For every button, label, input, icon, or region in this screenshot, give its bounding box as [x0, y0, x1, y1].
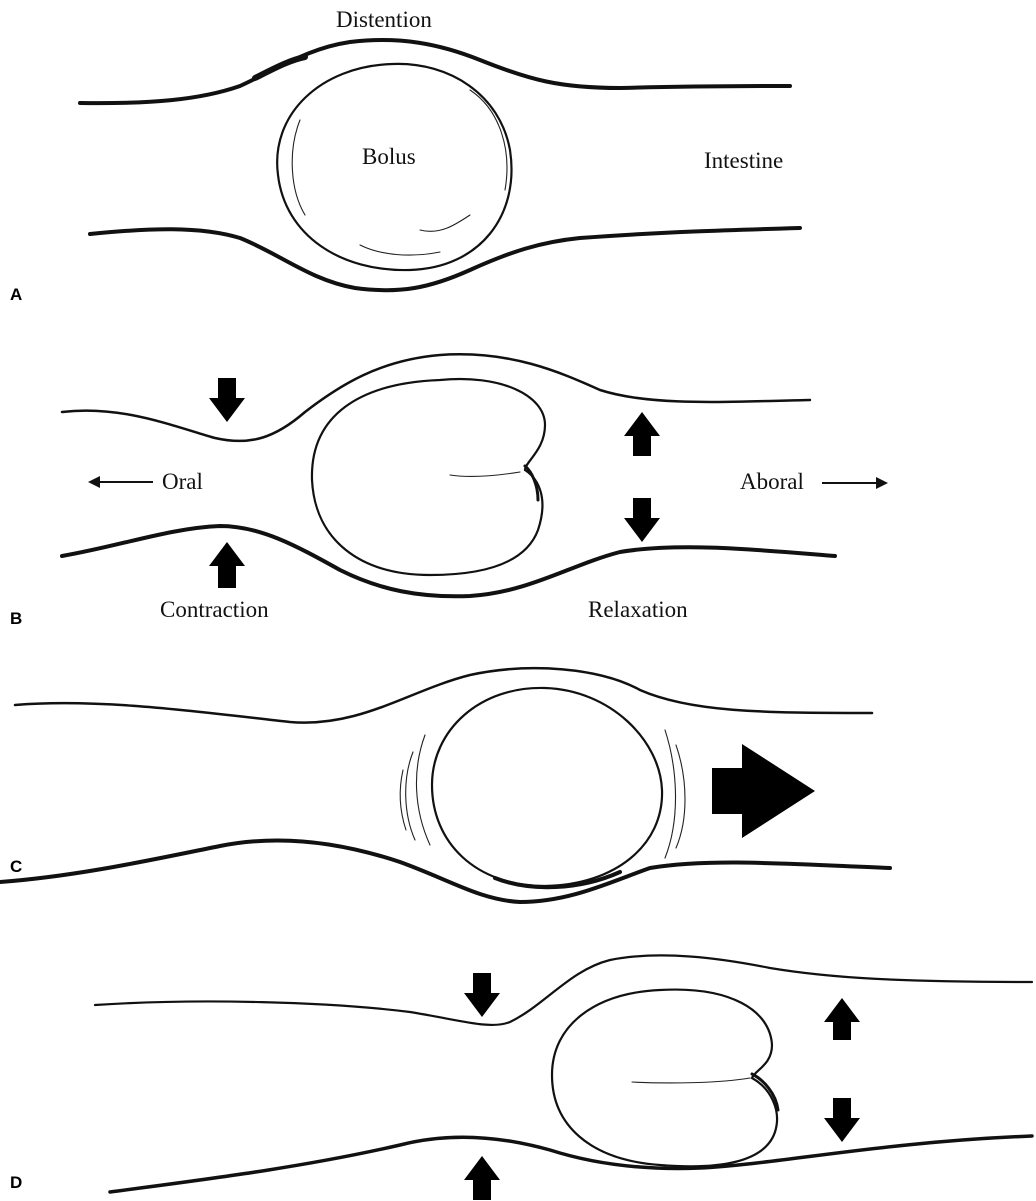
panel-b-bolus	[312, 379, 545, 575]
oral-direction-arrow	[88, 476, 153, 488]
panel-b-contraction-arrow-up	[209, 542, 245, 588]
panel-b: Oral Aboral Contraction Relaxation B	[10, 354, 888, 628]
panel-d-bolus	[552, 990, 777, 1167]
panel-c-bolus	[432, 688, 662, 886]
aboral-direction-arrow	[822, 477, 888, 489]
panel-c-motion-line-3	[400, 770, 406, 830]
panel-a-letter: A	[10, 285, 22, 304]
panel-d-contraction-arrow-down	[464, 973, 500, 1017]
panel-b-relaxation-arrow-up	[624, 412, 660, 456]
distention-label: Distention	[336, 7, 432, 32]
panel-a-wall-thick	[255, 57, 305, 78]
panel-c-motion-line-5	[676, 745, 685, 848]
panel-d-letter: D	[10, 1173, 22, 1192]
panel-b-letter: B	[10, 609, 22, 628]
panel-d-contraction-arrow-up	[464, 1156, 500, 1200]
panel-d-relaxation-arrow-down	[824, 1098, 860, 1142]
contraction-label: Contraction	[160, 597, 269, 622]
panel-c-upper-wall	[15, 668, 872, 722]
panel-d-relaxation-arrow-up	[824, 998, 860, 1040]
bolus-label: Bolus	[362, 144, 416, 169]
panel-b-relaxation-arrow-down	[624, 498, 660, 542]
panel-c-motion-line-2	[406, 752, 415, 840]
panel-c: C	[0, 668, 890, 902]
panel-d-lower-wall	[110, 1136, 1032, 1192]
panel-d: D	[10, 955, 1032, 1200]
panel-c-motion-line-1	[416, 735, 430, 845]
panel-c-letter: C	[10, 857, 22, 876]
panel-b-contraction-arrow-down	[209, 378, 245, 422]
oral-label: Oral	[162, 469, 203, 494]
panel-c-motion-line-4	[665, 730, 676, 858]
panel-d-upper-wall	[95, 955, 1032, 1025]
panel-c-propulsion-arrow	[712, 744, 815, 838]
panel-a: Distention Bolus Intestine A	[10, 7, 800, 304]
relaxation-label: Relaxation	[588, 597, 688, 622]
panel-c-lower-wall	[0, 840, 890, 902]
intestine-label: Intestine	[704, 148, 783, 173]
aboral-label: Aboral	[740, 469, 804, 494]
